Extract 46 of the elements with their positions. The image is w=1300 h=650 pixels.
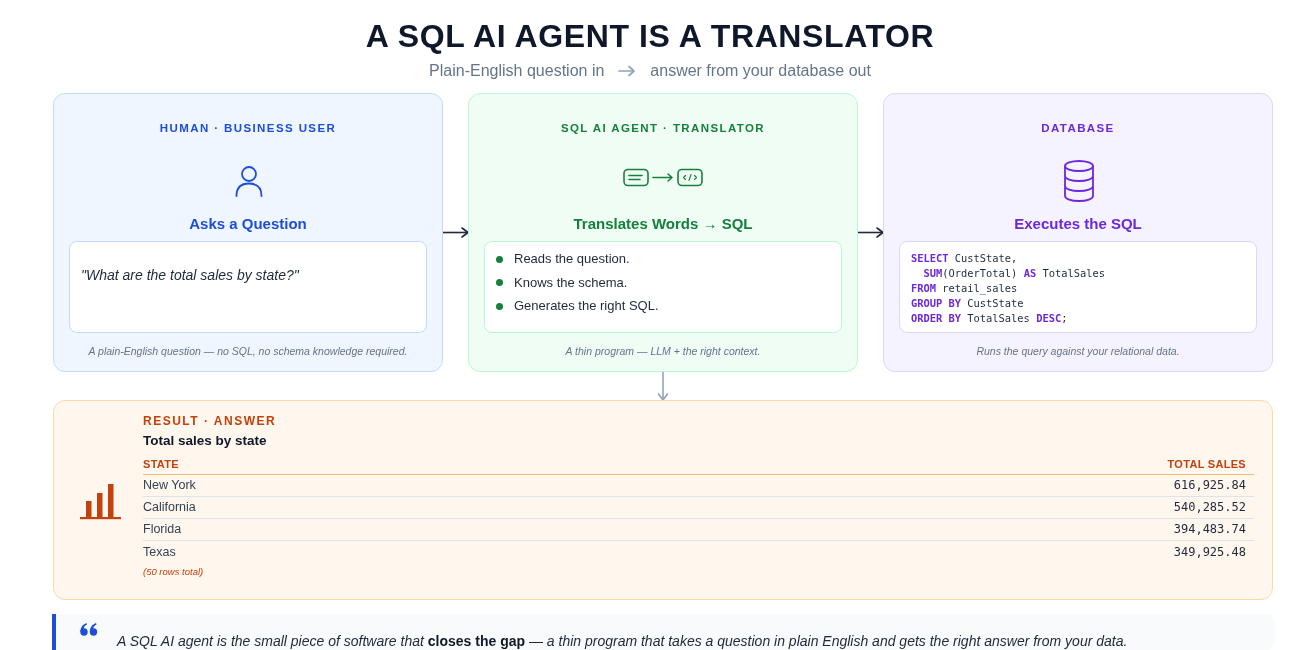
subtitle: answer from your database out [650, 61, 871, 80]
step-text: Generates the right SQL. [514, 298, 659, 314]
stage-panel [468, 93, 858, 372]
panel-kicker: RESULT · ANSWER [143, 414, 277, 428]
arrow [857, 227, 884, 238]
question-card [69, 241, 427, 333]
panel-heading: Total sales by state [143, 433, 267, 449]
panel-heading: Asks a Question [189, 215, 307, 233]
panel-heading: Executes the SQL [1014, 215, 1142, 233]
column-header: STATE [143, 458, 179, 471]
sales-amount: 616,925.84 [1173, 478, 1246, 493]
state-name: New York [143, 478, 196, 493]
stage-panel [883, 93, 1273, 372]
panel-caption: A thin program — LLM + the right context. [565, 345, 761, 358]
code-line: SELECT CustState, [911, 251, 1018, 266]
panel-kicker: DATABASE [1041, 121, 1115, 135]
sales-amount: 394,483.74 [1173, 522, 1246, 537]
arrow [657, 371, 669, 401]
step-list-card [484, 241, 842, 333]
panel-heading: Translates Words → SQL [573, 215, 753, 233]
code-block [899, 241, 1257, 333]
code-line: FROM retail_sales [911, 281, 1018, 296]
sales-amount: 540,285.52 [1173, 500, 1246, 515]
code-line: SUM(OrderTotal) AS TotalSales [923, 266, 1105, 281]
subtitle: Plain-English question in [429, 61, 605, 80]
state-name: Texas [143, 544, 176, 560]
table-footnote: (50 rows total) [143, 566, 204, 578]
panel-kicker: SQL AI AGENT · TRANSLATOR [560, 121, 766, 135]
step-text: Knows the schema. [514, 274, 628, 291]
code-line: ORDER BY TotalSales DESC; [911, 311, 1068, 326]
state-name: California [143, 500, 196, 515]
quote-callout [52, 614, 1275, 650]
stage-panel [53, 93, 443, 372]
question-text: "What are the total sales by state?" [81, 267, 299, 284]
step-text: Reads the question. [514, 251, 630, 267]
column-header: TOTAL SALES [1167, 458, 1246, 471]
result-panel [53, 400, 1273, 600]
panel-kicker: HUMAN · BUSINESS USER [159, 121, 337, 135]
panel-caption: Runs the query against your relational data. [976, 345, 1180, 358]
title: A SQL AI AGENT IS A TRANSLATOR [365, 17, 935, 55]
state-name: Florida [143, 522, 182, 537]
arrow [442, 227, 469, 238]
sales-amount: 349,925.48 [1173, 544, 1246, 560]
code-line: GROUP BY CustState [911, 296, 1024, 311]
quote-text: A SQL AI agent is the small piece of software that closes the gap — a thin program that takes a question in plain English and gets the right answer from your data. [117, 633, 1128, 650]
panel-caption: A plain-English question — no SQL, no schema knowledge required. [88, 345, 408, 358]
